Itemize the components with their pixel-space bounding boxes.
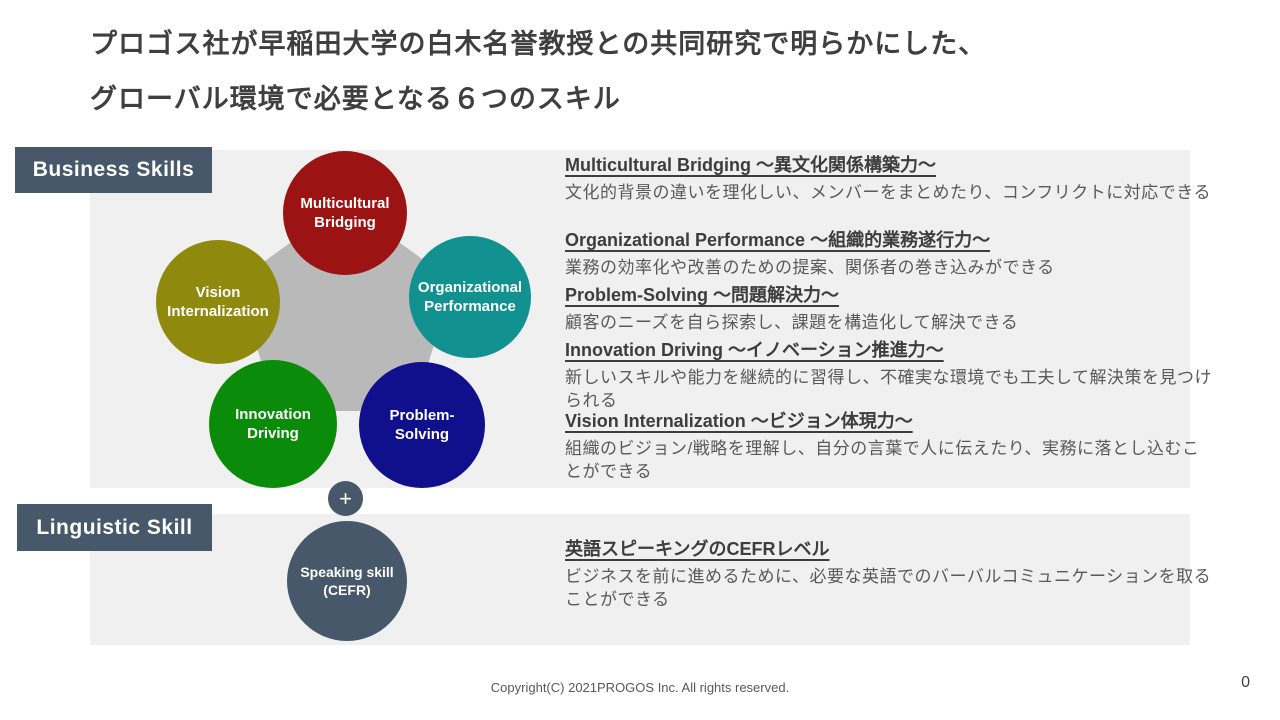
circle-label-line1: Organizational [417,279,523,296]
circle-label-line2: (CEFR) [323,582,371,598]
circle-label-line2: Driving [247,425,299,442]
description-body: 組織のビジョン/戦略を理解し、自分の言葉で人に伝えたり、実務に落とし込むことがで… [565,439,1200,481]
description-body: 文化的背景の違いを理化しい、メンバーをまとめたり、コンフリクトに対応できる [565,183,1211,202]
circle-innovation-driving: Innovation Driving [209,360,337,488]
description-heading: Vision Internalization ～ビジョン体現力～ [565,411,913,431]
circle-label-line1: Vision [195,284,241,301]
pentagon-polygon [236,203,454,411]
circle-speaking-skill-cefr: Speaking skill (CEFR) [287,521,407,641]
circle-label-line2: Performance [424,298,516,315]
description-problem-solving: Problem-Solving ～問題解決力～ 顧客のニーズを自ら探索し、課題を… [565,282,1215,334]
circle-problem-solving: Problem- Solving [359,362,485,488]
description-body: 新しいスキルや能力を継続的に習得し、不確実な環境でも工夫して解決策を見つけられる [565,368,1212,410]
description-multicultural-bridging: Multicultural Bridging ～異文化関係構築力～ 文化的背景の… [565,152,1215,204]
circle-label-line1: Speaking skill [300,564,394,580]
circle-label-line1: Problem- [389,407,455,424]
circle-label-line1: Innovation [235,406,311,423]
description-heading: Innovation Driving ～イノベーション推進力～ [565,340,944,360]
copyright-footer: Copyright(C) 2021PROGOS Inc. All rights … [490,680,790,695]
description-heading: Multicultural Bridging ～異文化関係構築力～ [565,155,936,175]
business-skills-label: Business Skills [15,147,212,193]
circle-label-line2: Bridging [314,214,376,231]
linguistic-skill-label: Linguistic Skill [17,504,212,551]
circle-organizational-performance: Organizational Performance [409,236,531,358]
linguistic-skill-label-text: Linguistic Skill [36,515,193,539]
slide-title-line1: プロゴス社が早稲田大学の白木名誉教授との共同研究で明らかにした、 [90,29,987,59]
circle-multicultural-bridging: Multicultural Bridging [283,151,407,275]
slide-title: プロゴス社が早稲田大学の白木名誉教授との共同研究で明らかにした、 グローバル環境… [90,26,986,117]
circle-vision-internalization: Vision Internalization [156,240,280,364]
description-heading: Organizational Performance ～組織的業務遂行力～ [565,230,991,250]
description-innovation-driving: Innovation Driving ～イノベーション推進力～ 新しいスキルや能… [565,337,1215,412]
circle-label-line1: Multicultural [300,195,390,212]
description-body: 顧客のニーズを自ら探索し、課題を構造化して解決できる [565,313,1019,332]
description-english-speaking-cefr: 英語スピーキングのCEFRレベル ビジネスを前に進めるために、必要な英語でのバー… [565,536,1215,611]
plus-symbol: + [339,486,352,511]
plus-icon: + [328,481,363,516]
business-skills-label-text: Business Skills [32,158,195,181]
description-heading: Problem-Solving ～問題解決力～ [565,285,840,305]
circle-label-line2: Internalization [167,303,269,320]
circle-label-line2: Solving [394,426,450,443]
description-body: 業務の効率化や改善のための提案、関係者の巻き込みができる [565,258,1055,277]
description-heading: 英語スピーキングのCEFRレベル [565,539,830,559]
page-number: 0 [1241,674,1250,691]
slide-title-line2: グローバル環境で必要となる６つのスキル [90,84,621,114]
linguistic-skill-panel [90,514,1190,645]
pentagon-shape [236,203,454,411]
description-vision-internalization: Vision Internalization ～ビジョン体現力～ 組織のビジョン… [565,408,1215,483]
description-organizational-performance: Organizational Performance ～組織的業務遂行力～ 業務… [565,227,1215,279]
description-body: ビジネスを前に進めるために、必要な英語でのバーバルコミュニケーションを取ることが… [565,567,1212,609]
